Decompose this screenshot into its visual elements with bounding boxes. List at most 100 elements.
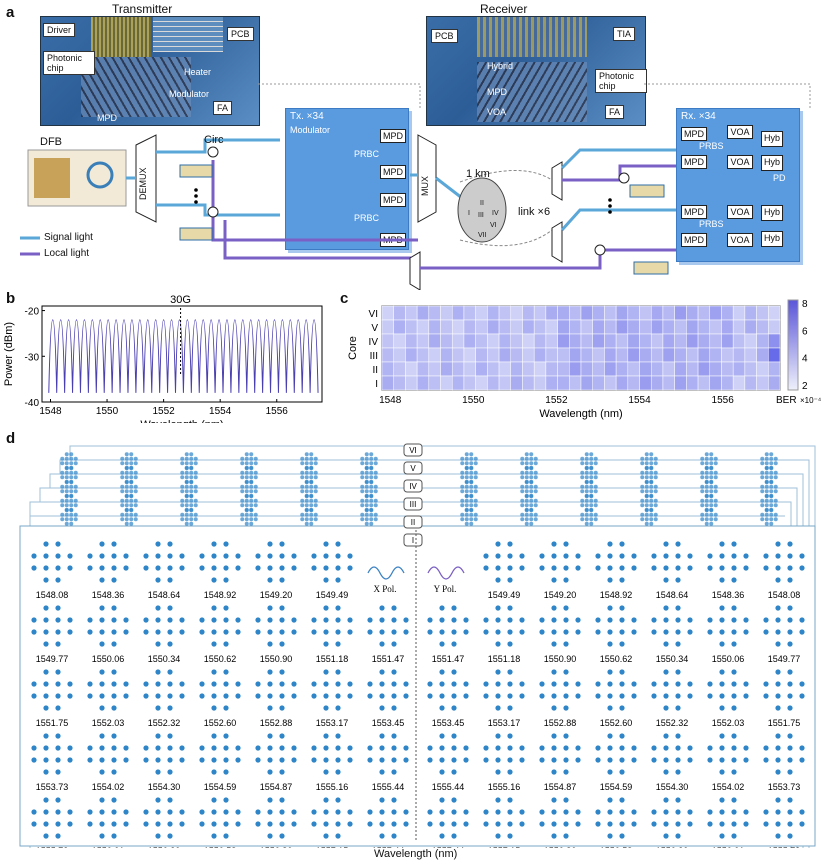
mux-label: MUX (420, 176, 430, 196)
constellation-point (799, 553, 805, 559)
constellation-point (240, 475, 245, 480)
constellation-point (211, 797, 217, 803)
constellation-point (464, 452, 469, 457)
constellation (483, 797, 525, 839)
constellation-point (675, 617, 681, 623)
heatmap-cell (381, 375, 394, 391)
constellation-point (631, 693, 637, 699)
heatmap-cell (475, 347, 488, 363)
constellation-point (60, 470, 65, 475)
constellation-point (483, 629, 489, 635)
constellation-point (507, 733, 513, 739)
constellation (700, 466, 718, 484)
constellation-point (463, 757, 469, 763)
constellation-point (55, 617, 61, 623)
constellation-point (69, 508, 74, 513)
constellation-point (619, 629, 625, 635)
constellation-point (593, 456, 598, 461)
heatmap-cell (686, 319, 699, 335)
heatmap-cell (451, 361, 465, 377)
constellation-point (473, 484, 478, 489)
constellation-point (775, 821, 781, 827)
constellation-point (764, 466, 769, 471)
constellation-point (763, 821, 769, 827)
core-label-3: III (478, 212, 484, 219)
constellation-point (640, 498, 645, 503)
constellation (143, 733, 185, 775)
constellation-point (123, 693, 129, 699)
heatmap-cell (463, 347, 476, 363)
constellation-point (267, 693, 273, 699)
constellation-point (589, 494, 594, 499)
constellation-point (291, 565, 297, 571)
heatmap-cell (768, 361, 781, 377)
constellation-point (713, 512, 718, 517)
constellation-point (235, 681, 241, 687)
constellation-point (663, 757, 669, 763)
constellation (483, 733, 525, 775)
constellation-point (773, 475, 778, 480)
constellation-point (529, 508, 534, 513)
constellation-point (533, 512, 538, 517)
constellation-point (764, 517, 769, 522)
constellation-point (335, 605, 341, 611)
constellation-point (507, 681, 513, 687)
constellation-point (55, 605, 61, 611)
constellation-point (55, 833, 61, 839)
constellation-point (593, 512, 598, 517)
layer-badge-label: I (412, 536, 414, 545)
constellation-point (235, 757, 241, 763)
constellation-point (244, 475, 249, 480)
constellation-point (211, 733, 217, 739)
constellation-point (700, 456, 705, 461)
constellation (360, 452, 378, 470)
constellation (595, 605, 637, 647)
constellation-label: 1552.88 (544, 718, 577, 728)
constellation-point (651, 693, 657, 699)
constellation-point (649, 508, 654, 513)
constellation-point (244, 452, 249, 457)
constellation (311, 733, 353, 775)
constellation-point (451, 733, 457, 739)
constellation-point (133, 456, 138, 461)
constellation-point (644, 508, 649, 513)
constellation-point (451, 617, 457, 623)
constellation-label: 1553.45 (372, 718, 405, 728)
constellation-point (607, 733, 613, 739)
constellation-point (67, 617, 73, 623)
constellation-point (769, 494, 774, 499)
constellation-point (124, 512, 129, 517)
constellation-point (87, 821, 93, 827)
constellation-point (180, 512, 185, 517)
constellation-point (539, 809, 545, 815)
heatmap-cell (381, 333, 394, 349)
constellation-point (124, 484, 129, 489)
heatmap-cell (697, 375, 711, 391)
constellation-point (403, 629, 409, 635)
constellation-point (129, 466, 134, 471)
tx-mpd-1: MPD (380, 129, 406, 143)
constellation-point (155, 705, 161, 711)
constellation-point (323, 809, 329, 815)
constellation (120, 508, 138, 526)
heatmap-cell (674, 319, 687, 335)
constellation-point (184, 503, 189, 508)
tx-connector (258, 83, 421, 108)
constellation-point (31, 553, 37, 559)
constellation-point (309, 517, 314, 522)
constellation-point (199, 745, 205, 751)
constellation-point (335, 681, 341, 687)
constellation-point (309, 489, 314, 494)
constellation-point (644, 503, 649, 508)
constellation-point (335, 693, 341, 699)
constellation-point (675, 541, 681, 547)
constellation-point (675, 733, 681, 739)
constellation-point (529, 480, 534, 485)
constellation (763, 669, 805, 711)
y-tick-label: -30 (25, 352, 40, 363)
constellation (60, 508, 78, 526)
constellation-point (73, 512, 78, 517)
constellation-point (43, 681, 49, 687)
constellation-point (704, 480, 709, 485)
constellation-point (644, 517, 649, 522)
